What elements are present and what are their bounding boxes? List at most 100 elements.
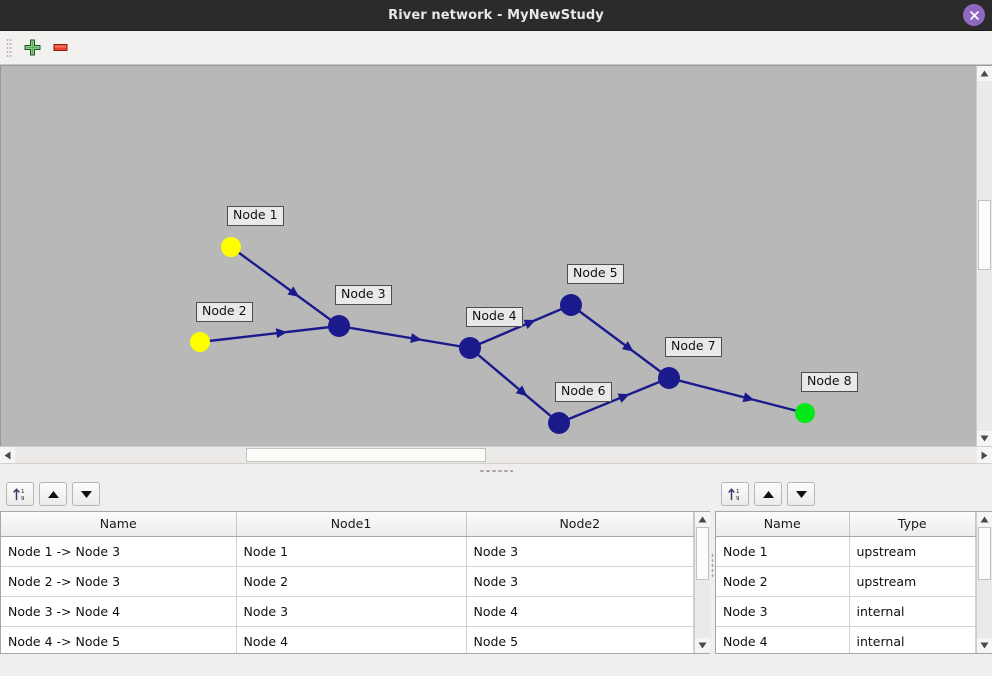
cell-node1[interactable]: Node 2: [236, 566, 467, 597]
graph-vertical-scrollbar[interactable]: [976, 65, 992, 446]
cell-name[interactable]: Node 3: [716, 596, 850, 627]
cell-name[interactable]: Node 2 -> Node 3: [1, 566, 237, 597]
nodes-vscroll-track[interactable]: [977, 527, 992, 638]
graph-node-node6[interactable]: [548, 412, 570, 434]
move-down-icon[interactable]: [72, 482, 100, 506]
cell-node2[interactable]: Node 5: [466, 626, 694, 653]
links-vscroll-thumb[interactable]: [696, 527, 709, 581]
cell-name[interactable]: Node 3 -> Node 4: [1, 596, 237, 627]
cell-type[interactable]: internal: [849, 626, 976, 653]
graph-hscroll-thumb[interactable]: [245, 448, 487, 462]
edge-Node2-Node3[interactable]: [199, 324, 340, 344]
node-label-node2[interactable]: Node 2: [196, 302, 253, 322]
column-header-name[interactable]: Name: [1, 512, 237, 537]
close-icon[interactable]: [963, 4, 985, 26]
add-node-icon[interactable]: [18, 35, 46, 61]
cell-node1[interactable]: Node 3: [236, 596, 467, 627]
move-up-icon[interactable]: [39, 482, 67, 506]
horizontal-splitter[interactable]: [0, 463, 992, 477]
graph-vscroll-thumb[interactable]: [978, 200, 991, 270]
scroll-down-icon[interactable]: [977, 638, 992, 653]
links-vscroll-track[interactable]: [695, 527, 710, 638]
cell-node2[interactable]: Node 3: [466, 566, 694, 597]
graph-vscroll-track[interactable]: [977, 81, 992, 431]
nodes-vertical-scrollbar[interactable]: [976, 512, 992, 653]
scroll-down-icon[interactable]: [695, 638, 710, 653]
graph-horizontal-scrollbar[interactable]: [0, 446, 992, 463]
cell-node1[interactable]: Node 4: [236, 626, 467, 653]
cell-node2[interactable]: Node 3: [466, 536, 694, 567]
node-label-node8[interactable]: Node 8: [801, 372, 858, 392]
node-label-node7[interactable]: Node 7: [665, 337, 722, 357]
nodes-vscroll-thumb[interactable]: [978, 527, 991, 581]
scroll-up-icon[interactable]: [977, 66, 992, 81]
column-header-type[interactable]: Type: [849, 512, 976, 537]
cell-node1[interactable]: Node 1: [236, 536, 467, 567]
sort-icon[interactable]: 1 9: [6, 482, 34, 506]
graph-node-node2[interactable]: [190, 332, 210, 352]
delete-node-icon[interactable]: [46, 35, 74, 61]
column-header-node1[interactable]: Node1: [236, 512, 467, 537]
graph-node-node8[interactable]: [795, 403, 815, 423]
network-canvas[interactable]: Node 1 Node 2 Node 3 Node 4 Node 5 Node 6 Node…: [0, 65, 976, 446]
sort-icon[interactable]: 1 9: [721, 482, 749, 506]
node-label-node4[interactable]: Node 4: [466, 307, 523, 327]
node-label-node5[interactable]: Node 5: [567, 264, 624, 284]
edge-Node4-Node5[interactable]: [469, 303, 572, 350]
links-toolbar: 1 9: [0, 477, 710, 511]
cell-type[interactable]: upstream: [849, 536, 976, 567]
node-label-node6[interactable]: Node 6: [555, 382, 612, 402]
cell-node2[interactable]: Node 4: [466, 596, 694, 627]
scroll-right-icon[interactable]: [977, 447, 992, 463]
cell-name[interactable]: Node 4 -> Node 5: [1, 626, 237, 653]
node-label-node3[interactable]: Node 3: [335, 285, 392, 305]
edge-Node7-Node8[interactable]: [668, 376, 806, 415]
cell-name[interactable]: Node 2: [716, 566, 850, 597]
edge-arrow-icon: [742, 392, 755, 403]
graph-node-node4[interactable]: [459, 337, 481, 359]
cell-name[interactable]: Node 4: [716, 626, 850, 653]
vertical-splitter[interactable]: [710, 477, 715, 654]
graph-node-node3[interactable]: [328, 315, 350, 337]
cell-name[interactable]: Node 1: [716, 536, 850, 567]
scroll-left-icon[interactable]: [0, 447, 15, 463]
edge-arrow-icon: [617, 393, 630, 403]
links-vertical-scrollbar[interactable]: [694, 512, 710, 653]
move-up-icon[interactable]: [754, 482, 782, 506]
column-header-name[interactable]: Name: [716, 512, 850, 537]
graph-node-node5[interactable]: [560, 294, 582, 316]
graph-node-node7[interactable]: [658, 367, 680, 389]
cell-name[interactable]: Node 1 -> Node 3: [1, 536, 237, 567]
edge-Node5-Node7[interactable]: [570, 304, 670, 379]
node-label-node1[interactable]: Node 1: [227, 206, 284, 226]
graph-hscroll-track[interactable]: [15, 447, 977, 463]
graph-node-node1[interactable]: [221, 237, 241, 257]
scroll-down-icon[interactable]: [977, 431, 992, 446]
column-header-node2[interactable]: Node2: [466, 512, 694, 537]
vertical-splitter-grip: [711, 552, 714, 579]
scroll-up-icon[interactable]: [977, 512, 992, 527]
edge-Node1-Node3[interactable]: [230, 246, 340, 327]
toolbar-grip[interactable]: [6, 37, 13, 58]
move-down-icon[interactable]: [787, 482, 815, 506]
cell-type[interactable]: internal: [849, 596, 976, 627]
scroll-up-icon[interactable]: [695, 512, 710, 527]
cell-type[interactable]: upstream: [849, 566, 976, 597]
edge-Node6-Node7[interactable]: [558, 376, 670, 425]
edge-Node3-Node4[interactable]: [338, 324, 471, 350]
edge-Node4-Node6[interactable]: [469, 347, 560, 424]
